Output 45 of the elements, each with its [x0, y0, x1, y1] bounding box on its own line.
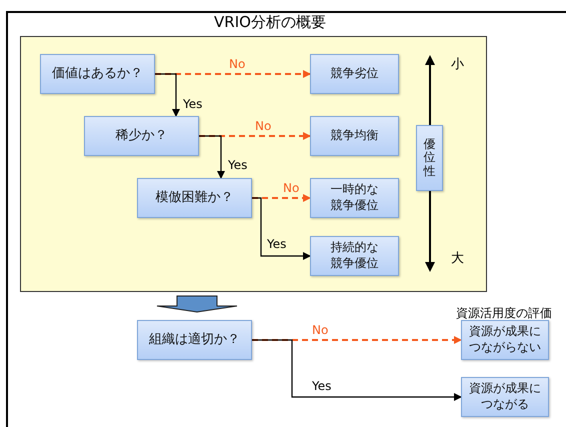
arrow — [252, 197, 311, 260]
scale-box — [416, 125, 443, 191]
process-box — [310, 116, 399, 156]
box-text: 資源が成果につながらない — [468, 324, 542, 356]
block-arrow — [156, 296, 238, 312]
arrow — [199, 135, 225, 179]
section-heading: 資源活用度の評価 — [456, 306, 552, 320]
process-box — [461, 377, 549, 417]
box-text: 優位性 — [424, 138, 436, 178]
arrow — [425, 55, 435, 125]
direction-label: 大 — [450, 252, 465, 266]
arrow — [155, 70, 311, 78]
direction-label: 小 — [450, 58, 465, 72]
edge-label: Yes — [311, 380, 332, 394]
box-text: 資源が成果につながる — [468, 381, 542, 413]
process-box — [137, 320, 252, 360]
arrow — [199, 132, 311, 140]
edge-label: No — [254, 120, 272, 134]
box-text: 価値はあるか？ — [52, 66, 143, 82]
process-box — [310, 54, 399, 94]
edge-label: Yes — [266, 238, 288, 252]
arrow — [252, 336, 462, 344]
arrow — [252, 194, 311, 202]
box-text: 組織は適切か？ — [149, 332, 240, 348]
background-panel — [20, 36, 487, 292]
arrow — [155, 73, 180, 117]
arrow — [425, 191, 435, 272]
box-text: 模倣困難か？ — [156, 190, 234, 206]
process-box — [310, 178, 399, 218]
diagram-title: VRIO分析の概要 — [213, 13, 327, 32]
process-box — [40, 54, 155, 94]
process-box — [310, 236, 399, 276]
box-text: 競争劣位 — [330, 66, 378, 82]
box-text: 競争均衡 — [330, 128, 378, 144]
box-text: 稀少か？ — [116, 128, 168, 144]
edge-label: No — [228, 58, 246, 72]
box-text: 持続的な競争優位 — [329, 240, 380, 272]
edge-label: No — [282, 182, 300, 196]
process-box — [84, 116, 199, 156]
edge-label: Yes — [227, 159, 248, 172]
arrow — [252, 339, 462, 401]
box-text: 一時的な競争優位 — [329, 182, 380, 214]
edge-label: No — [311, 324, 330, 338]
process-box — [137, 178, 252, 218]
edge-label: Yes — [182, 98, 204, 112]
